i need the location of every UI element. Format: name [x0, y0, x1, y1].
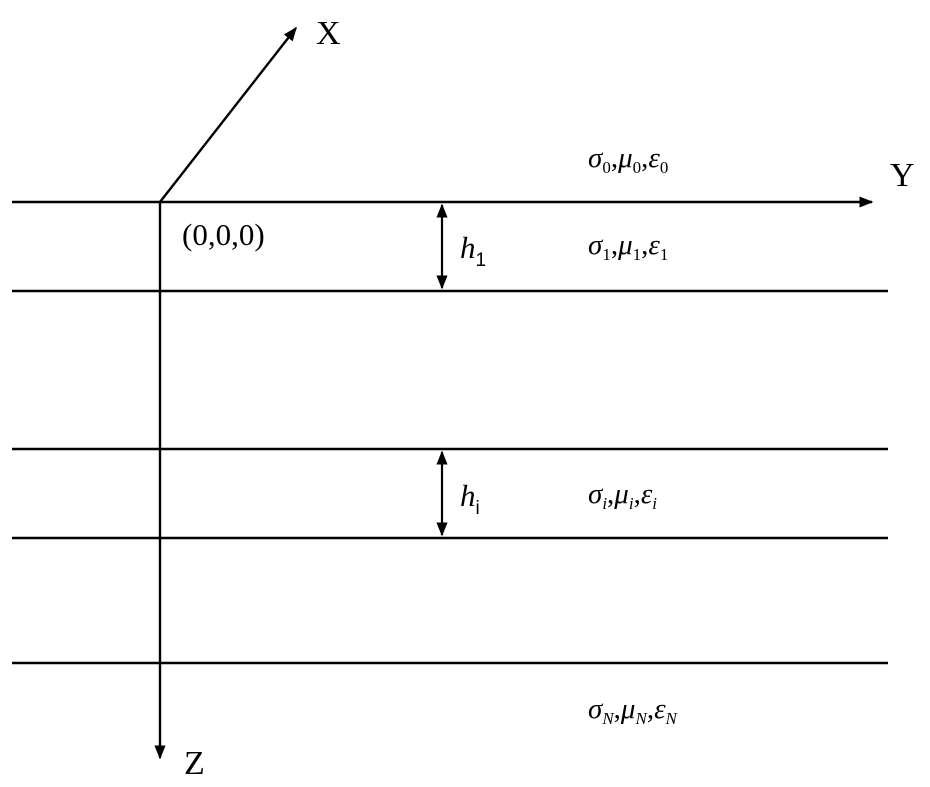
comma: , [641, 142, 648, 174]
thickness-subscript: 1 [476, 250, 487, 271]
comma: , [611, 229, 618, 261]
layer-subscript: 0 [633, 158, 642, 177]
sigma-symbol: σ [588, 142, 604, 174]
y-axis-label: Y [890, 157, 915, 194]
layer-subscript: 1 [633, 245, 642, 264]
z-axis-label: Z [184, 745, 205, 782]
sigma-symbol: σ [588, 478, 604, 510]
thickness-subscript: i [476, 498, 480, 519]
layer-props-N: σN,μN,εN [588, 693, 679, 728]
comma: , [614, 693, 621, 725]
layer-props-i: σi,μi,εi [588, 478, 657, 513]
x-axis-label: X [316, 15, 341, 52]
layer-subscript: 1 [660, 245, 669, 264]
epsilon-symbol: ε [654, 693, 666, 725]
layer-subscript: 0 [660, 158, 669, 177]
x-axis [159, 26, 297, 203]
sigma-symbol: σ [588, 229, 604, 261]
thickness-label-hi: hi [460, 478, 480, 519]
comma: , [641, 229, 648, 261]
epsilon-symbol: ε [648, 142, 660, 174]
origin-label: (0,0,0) [182, 217, 265, 252]
layer-subscript: 0 [602, 158, 611, 177]
layer-props-1: σ1,μ1,ε1 [588, 229, 668, 264]
mu-symbol: μ [617, 142, 633, 174]
layer-subscript: N [665, 709, 679, 728]
comma: , [647, 693, 654, 725]
mu-symbol: μ [617, 229, 633, 261]
layer-subscript: N [634, 709, 648, 728]
layer-subscript: 1 [602, 245, 611, 264]
layer-subscript: N [601, 709, 615, 728]
thickness-symbol: h [460, 230, 476, 265]
layer-subscript: i [652, 494, 657, 513]
layer-props-air: σ0,μ0,ε0 [588, 142, 668, 177]
thickness-label-h1: h1 [460, 230, 486, 271]
layer-subscript: i [602, 494, 607, 513]
comma: , [611, 142, 618, 174]
thickness-symbol: h [460, 478, 476, 513]
sigma-symbol: σ [588, 693, 604, 725]
mu-symbol: μ [613, 478, 629, 510]
epsilon-symbol: ε [641, 478, 653, 510]
epsilon-symbol: ε [648, 229, 660, 261]
mu-symbol: μ [620, 693, 636, 725]
comma: , [634, 478, 641, 510]
layer-subscript: i [629, 494, 634, 513]
comma: , [607, 478, 614, 510]
